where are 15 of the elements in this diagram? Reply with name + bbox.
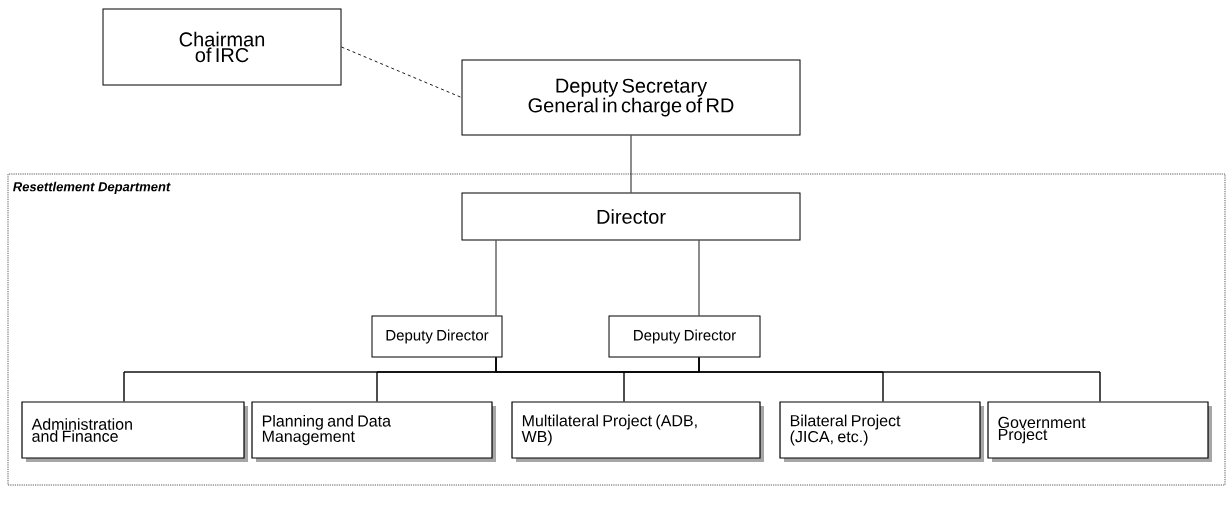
unit-box: Government Project <box>987 401 1212 462</box>
position-box: Director <box>461 192 801 241</box>
connector-line <box>341 46 462 98</box>
connector-line <box>698 357 1101 402</box>
connector-line <box>630 135 632 193</box>
unit-box: Administration and Finance <box>21 401 248 462</box>
position-box: Deputy Director <box>608 315 761 358</box>
unit-box: Planning and Data Management <box>251 401 496 462</box>
unit-box: Multilateral Project (ADB, WB) <box>511 401 764 462</box>
position-box: Chairman of IRC <box>102 8 342 86</box>
position-box: Deputy Director <box>371 315 503 358</box>
position-box: Deputy Secretary General in charge of RD <box>461 59 801 136</box>
connector-line <box>698 240 700 316</box>
unit-box: Bilateral Project (JICA, etc.) <box>779 401 984 462</box>
connector-line <box>495 240 497 316</box>
